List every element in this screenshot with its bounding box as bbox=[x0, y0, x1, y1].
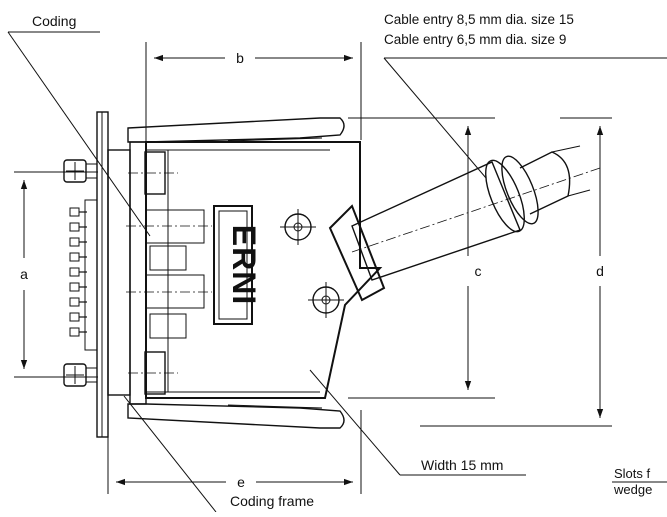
locking-lever-top bbox=[127, 117, 345, 143]
contact-pin-icon bbox=[69, 312, 87, 322]
coding-label: Coding bbox=[32, 13, 76, 29]
dim-c-label: c bbox=[475, 263, 482, 279]
dim-a-label: a bbox=[20, 266, 28, 282]
locking-lever-bottom bbox=[127, 403, 345, 429]
dim-b-label: b bbox=[236, 50, 244, 66]
cable-gland bbox=[328, 155, 539, 302]
contact-pin-icon bbox=[69, 267, 87, 277]
erni-logo: ERNI bbox=[213, 205, 262, 325]
callout-cable-entry: Cable entry 8,5 mm dia. size 15 Cable en… bbox=[383, 12, 667, 179]
cable bbox=[351, 145, 601, 253]
slots-label-1: Slots f bbox=[614, 466, 651, 481]
contact-pin-icon bbox=[69, 222, 87, 232]
dim-e-label: e bbox=[237, 474, 245, 490]
screw-head-icon bbox=[63, 159, 98, 183]
contact-pin-icon bbox=[69, 297, 87, 307]
contact-pin-icon bbox=[69, 282, 87, 292]
dimension-a: a bbox=[14, 171, 98, 378]
dimension-c: c bbox=[348, 117, 495, 399]
callout-coding-frame: Coding frame bbox=[123, 395, 314, 513]
coding-frame-label: Coding frame bbox=[230, 493, 314, 509]
contact-pin-icon bbox=[69, 237, 87, 247]
slots-label-2: wedge bbox=[613, 482, 652, 497]
crosshair-circle-icon bbox=[308, 282, 344, 318]
logo-text: ERNI bbox=[226, 225, 262, 305]
dimension-e: e bbox=[107, 410, 362, 494]
contact-pin-icon bbox=[69, 327, 87, 337]
callout-slots: Slots f wedge bbox=[612, 466, 667, 497]
contact-pin-icon bbox=[69, 252, 87, 262]
dimension-d: d bbox=[420, 117, 612, 427]
callout-width: Width 15 mm bbox=[309, 369, 526, 476]
dimension-b: b bbox=[145, 42, 362, 142]
width-label: Width 15 mm bbox=[421, 457, 503, 473]
cable-entry-label-1: Cable entry 8,5 mm dia. size 15 bbox=[384, 12, 574, 27]
panel-plate bbox=[96, 111, 109, 438]
cable-entry-label-2: Cable entry 6,5 mm dia. size 9 bbox=[384, 32, 566, 47]
dim-d-label: d bbox=[596, 263, 604, 279]
callout-coding: Coding bbox=[7, 13, 151, 237]
contact-pin-icon bbox=[69, 207, 87, 217]
pcb-contact-pins bbox=[69, 199, 98, 351]
crosshair-circle-icon bbox=[280, 209, 316, 245]
screw-head-icon bbox=[63, 363, 98, 387]
